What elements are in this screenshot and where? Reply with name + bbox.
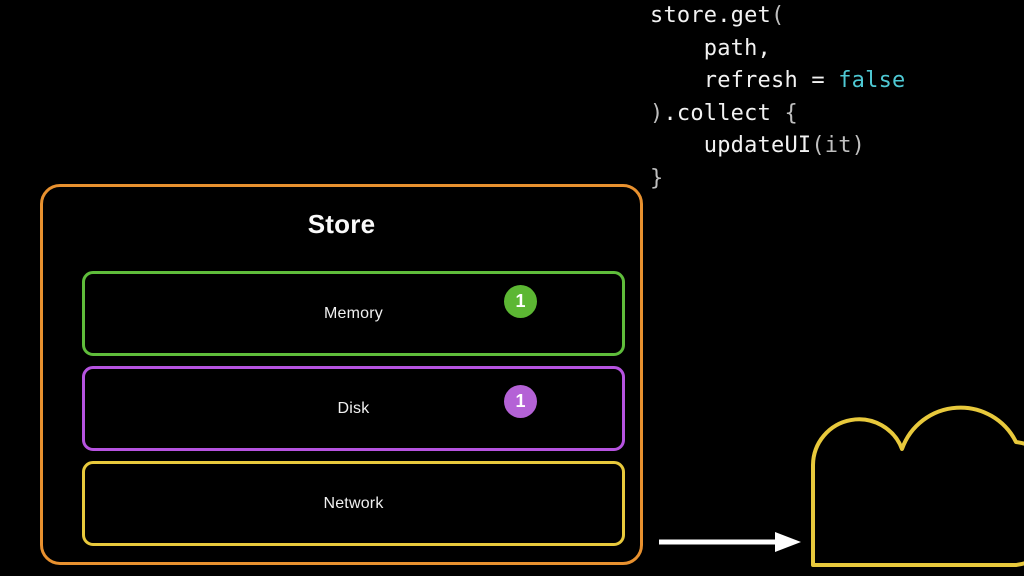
code-token-3-1: .collect [663,100,785,126]
code-line-2: refresh = false [650,65,1024,98]
code-indent [650,133,704,158]
code-token-0-1: ( [771,3,785,28]
code-line-1: path, [650,33,1024,66]
code-token-2-0: refresh = [703,68,839,93]
layer-label-memory: Memory [324,304,383,322]
code-token-1-0: path, [703,35,772,61]
badge-memory: 1 [504,285,537,318]
code-line-3: ).collect { [650,98,1024,131]
code-token-2-1: false [838,68,906,93]
code-token-5-0: } [650,165,664,191]
code-line-0: store.get( [650,0,1024,33]
store-title: Store [307,209,376,239]
code-snippet: store.get( path, refresh = false).collec… [650,0,1024,195]
layer-label-network: Network [323,494,384,512]
code-token-0-0: store.get [650,3,772,28]
layer-row-memory[interactable]: Memory 1 [82,271,625,356]
code-indent [650,36,704,61]
code-indent [650,68,704,93]
badge-disk: 1 [504,385,537,418]
cloud-icon [811,405,1024,567]
code-token-3-2: { [784,100,798,126]
code-line-4: updateUI(it) [650,130,1024,163]
store-container: Store Memory 1 Disk 1 Network [40,184,643,565]
layer-row-network[interactable]: Network [82,461,625,546]
code-token-3-0: ) [650,100,664,126]
layer-row-disk[interactable]: Disk 1 [82,366,625,451]
code-token-4-1: (it) [811,133,866,158]
code-token-4-0: updateUI [703,133,812,158]
layer-label-disk: Disk [337,399,370,417]
code-line-5: } [650,163,1024,196]
arrow-right-icon [659,532,801,552]
